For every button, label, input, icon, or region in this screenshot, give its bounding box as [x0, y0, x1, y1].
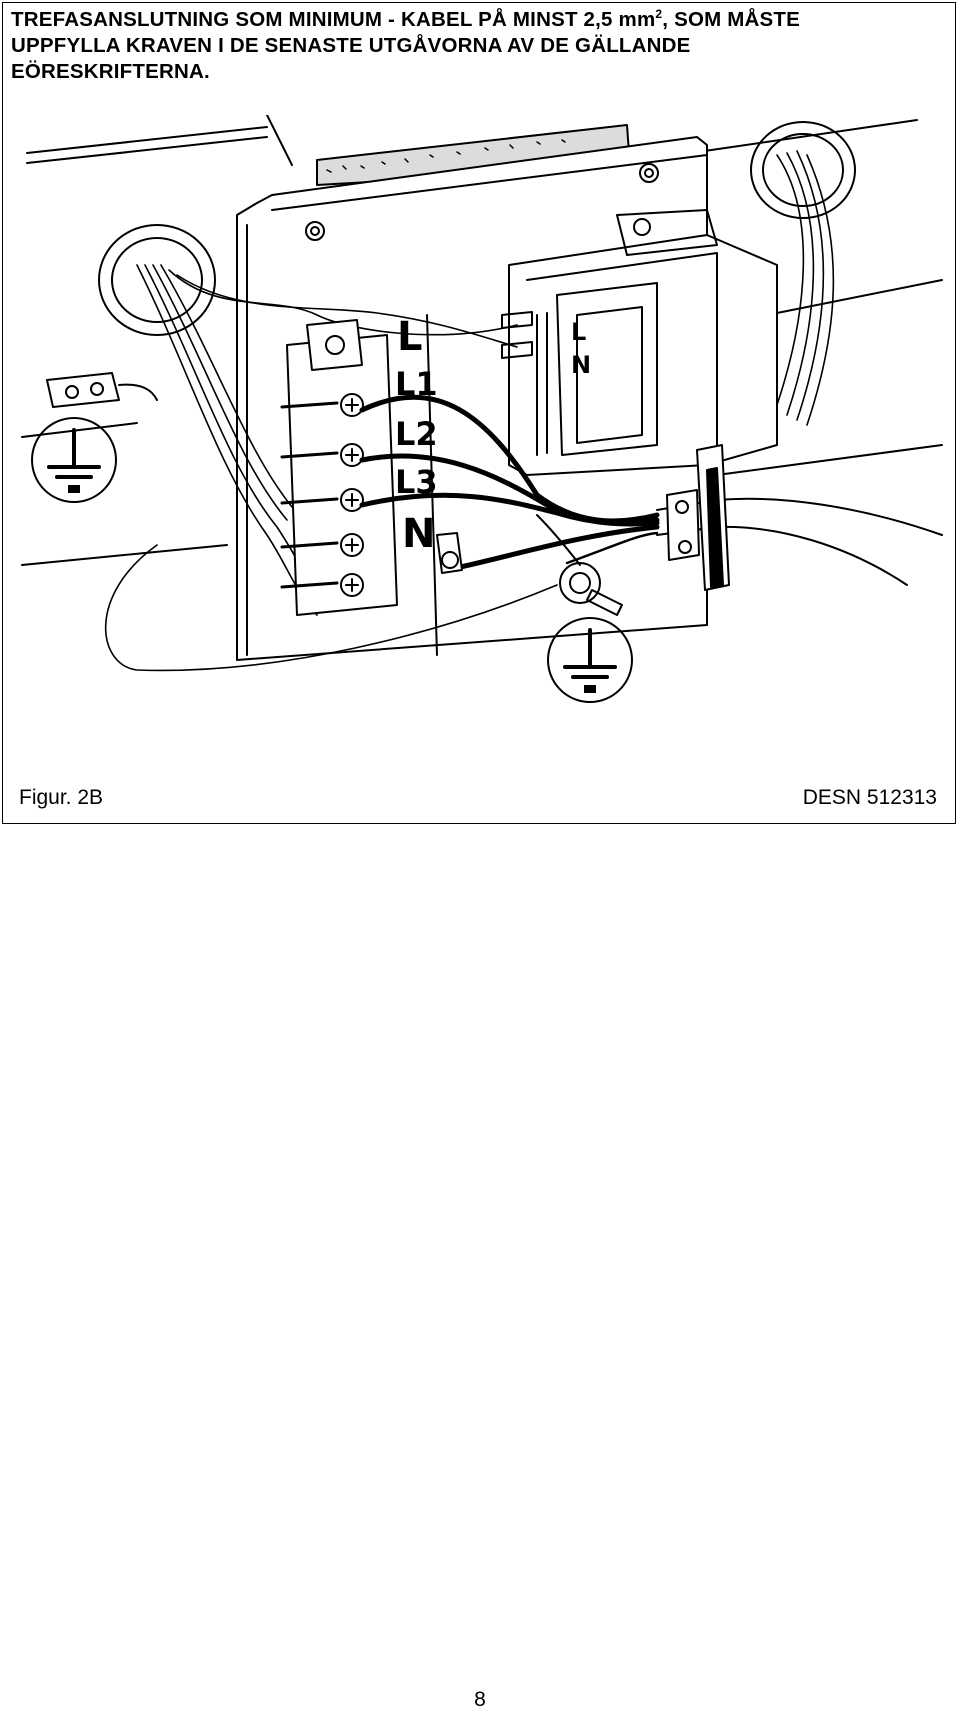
module-label-n: N: [571, 351, 591, 379]
heading-line-3: EÖRESKRIFTERNA.: [11, 60, 210, 83]
terminal-block: [280, 319, 398, 616]
heading-line-2: UPPFYLLA KRAVEN I DE SENASTE UTGÅVORNA A…: [11, 34, 691, 57]
supply-cable: [359, 394, 943, 586]
heading-line-1-end: , SOM MÅSTE: [662, 8, 801, 31]
figure-caption: Figur. 2B: [19, 786, 104, 809]
module-label-l: L: [571, 318, 586, 346]
cable-clamp: [666, 444, 730, 591]
terminal-label-n: N: [402, 511, 435, 557]
figure-frame: TREFASANSLUTNING SOM MINIMUM - KABEL PÅ …: [2, 2, 956, 824]
instruction-heading: TREFASANSLUTNING SOM MINIMUM - KABEL PÅ …: [11, 7, 951, 85]
terminal-screws: [340, 393, 364, 597]
figure-code: DESN 512313: [802, 786, 937, 809]
terminal-label-l: L: [397, 314, 423, 360]
grommet-left: [98, 224, 216, 336]
wiring-illustration: L L1 L2 L3 N L N: [21, 115, 943, 703]
control-module: [508, 209, 778, 476]
earth-symbol-right: [547, 617, 633, 703]
grommet-right: [750, 121, 856, 219]
module-connectors: [501, 311, 533, 359]
heading-superscript: 2: [655, 7, 663, 21]
earth-symbol-left: [31, 417, 117, 503]
earth-stud: [104, 514, 623, 672]
page-number: 8: [474, 1688, 486, 1711]
earth-lug: [46, 372, 158, 408]
terminal-label-l2: L2: [395, 415, 438, 453]
heading-line-1: TREFASANSLUTNING SOM MINIMUM - KABEL PÅ …: [11, 8, 656, 31]
